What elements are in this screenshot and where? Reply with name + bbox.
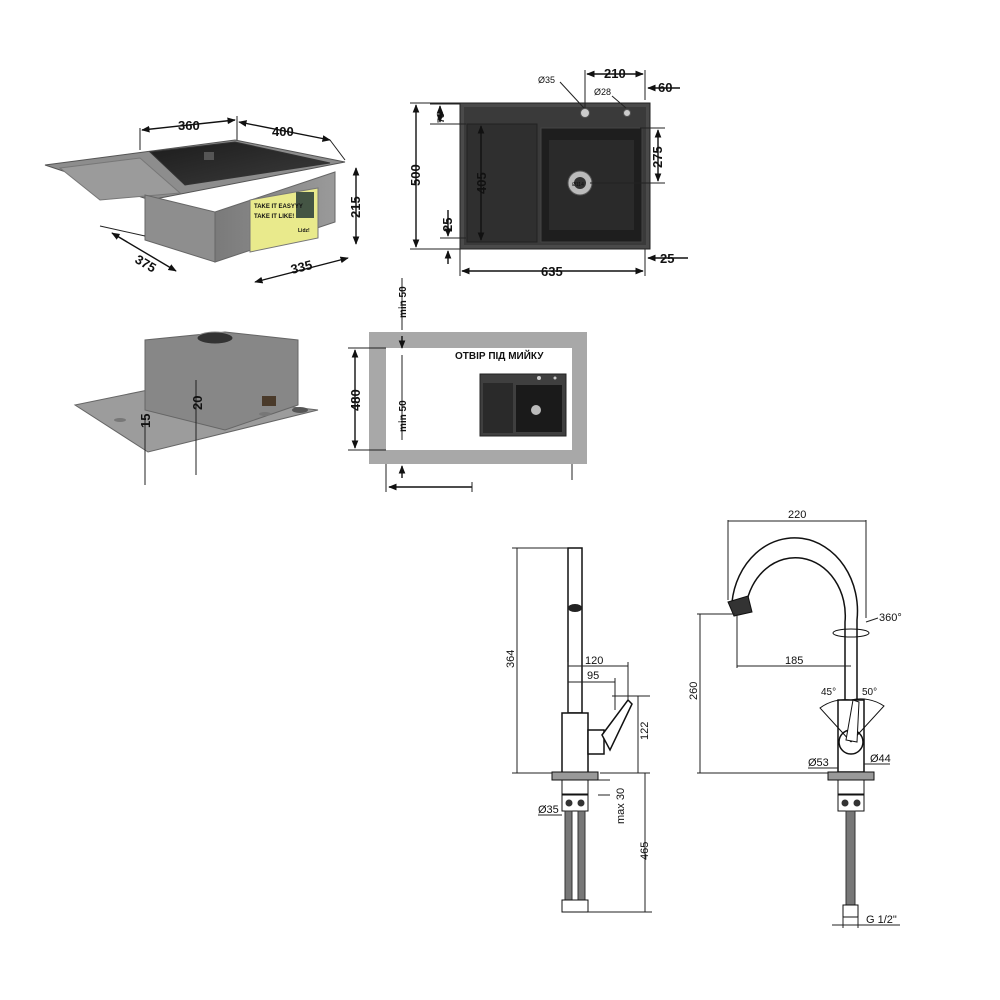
sink-bottom-bracket-3 [259,412,271,416]
faucet-side-view: 220 360° 185 260 45° 50° Ø53 Ø44 G 1/2" [688,509,902,928]
dim-400: 400 [272,124,294,139]
label-photo [296,192,314,218]
dim-360-line [141,117,236,133]
faucet-hose-fitting [561,899,589,913]
sink-bottom-bowl [144,331,299,431]
dim-60: 60 [658,80,672,95]
faucet-side-base [827,771,875,781]
dim-335: 335 [289,257,314,277]
cutout-sink-thumb-hole1 [537,376,541,380]
dim-front-dia-35: Ø35 [538,804,559,816]
dim-25-left: 25 [440,218,455,232]
dim-dia-35: Ø35 [538,75,555,85]
faucet-front-view: 364 120 95 122 Ø35 max 30 465 [505,547,652,913]
cutout-sink-thumb-board [483,383,513,433]
faucet-mount-bolt-1 [565,799,573,807]
faucet-mount-washer [561,794,589,812]
deck-control-icon [204,152,214,160]
faucet-handle [601,698,633,752]
sink-3d-bottom-view: 20 15 [73,331,319,485]
sink-bowl-opening [148,141,331,186]
dim-260: 260 [688,682,700,700]
faucet-mount-bolt-2 [577,799,585,807]
drain-dia: Ø114 [572,182,584,188]
faucet-spout-tube [567,547,583,714]
sink-bottom-drain [196,331,234,345]
label-brand: Lidz! [298,228,310,234]
dim-375: 375 [133,252,159,276]
dim-635: 635 [541,264,563,279]
drain-hole-inner [574,177,586,189]
dim-20: 20 [190,396,205,410]
dim-375-line [111,232,177,272]
dim-side-dia-53: Ø53 [808,757,829,769]
dim-215: 215 [348,196,363,218]
dim-dia-28: Ø28 [594,87,611,97]
dim-210: 210 [604,66,626,81]
faucet-spout-aerator [568,604,582,612]
dim-120: 120 [585,655,603,667]
sink-bowl-body-front [144,194,216,263]
sink-bottom-tag [262,396,276,406]
sink-3d-top-view: TAKE IT EASYYY TAKE IT LIKE! Lidz! 360 4… [44,116,363,284]
faucet-side-bolt-1 [841,799,849,807]
dim-thread: G 1/2" [866,914,897,926]
faucet-side-handle [845,699,860,743]
label-line-2: TAKE IT LIKE! [254,214,294,220]
dim-405: 405 [474,172,489,194]
faucet-side-hose [845,810,856,908]
dim-364: 364 [505,650,517,668]
dim-max-30: max 30 [615,788,627,824]
sink-plan-view: Ø114 Ø35 210 60 Ø28 75 275 500 405 [408,66,688,279]
dim-15: 15 [138,414,153,428]
faucet-side-aerator [727,595,753,617]
faucet-mount-nut [561,779,589,795]
sink-bottom-bracket-1 [292,407,308,413]
faucet-gooseneck-inner [745,556,847,700]
faucet-side-hose-fitting [842,904,859,918]
dim-360: 360 [178,118,200,133]
cutout-sink-thumb-hole2 [553,376,557,380]
dim-side-dia-44: Ø44 [870,753,891,765]
dim-angle-50: 50° [862,687,877,698]
dim-min50-inner: min 50 [398,400,409,432]
faucet-side-nut [837,779,865,795]
dim-335-line [254,256,349,284]
cutout-diagram: ОТВІР ПІД МИЙКУ min 50 480 min 50 [348,278,587,492]
dim-angle-45: 45° [821,687,836,698]
dim-465: 465 [639,842,651,860]
handle-sweep-left [819,699,852,743]
handle-sweep-right [850,698,885,743]
dim-400-line [238,120,331,142]
swivel-ring [832,628,870,638]
faucet-side-bolt-2 [853,799,861,807]
label-line-1: TAKE IT EASYYY [254,204,303,210]
faucet-body [561,712,589,774]
dim-185: 185 [785,655,803,667]
dim-75: 75 [436,113,446,123]
faucet-hose-right [577,810,586,902]
dim-122: 122 [639,722,651,740]
dim-275: 275 [650,146,665,168]
dim-rot-360: 360° [879,612,902,624]
faucet-gooseneck-outer [731,537,859,700]
dim-min50-top: min 50 [398,286,409,318]
sink-drainboard [58,157,182,201]
dim-95: 95 [587,670,599,682]
faucet-hose-left [564,810,573,902]
dim-500: 500 [408,164,423,186]
dim-220: 220 [788,509,806,521]
dim-25-right: 25 [660,251,674,266]
faucet-hole-35 [580,108,590,118]
faucet-hole-28 [623,109,631,117]
cutout-title: ОТВІР ПІД МИЙКУ [455,349,544,362]
dim-480: 480 [348,389,363,411]
sink-bottom-bracket-2 [114,418,126,422]
cutout-sink-thumb-drain [531,405,541,415]
faucet-cartridge [587,729,605,755]
faucet-base-plate [551,771,599,781]
